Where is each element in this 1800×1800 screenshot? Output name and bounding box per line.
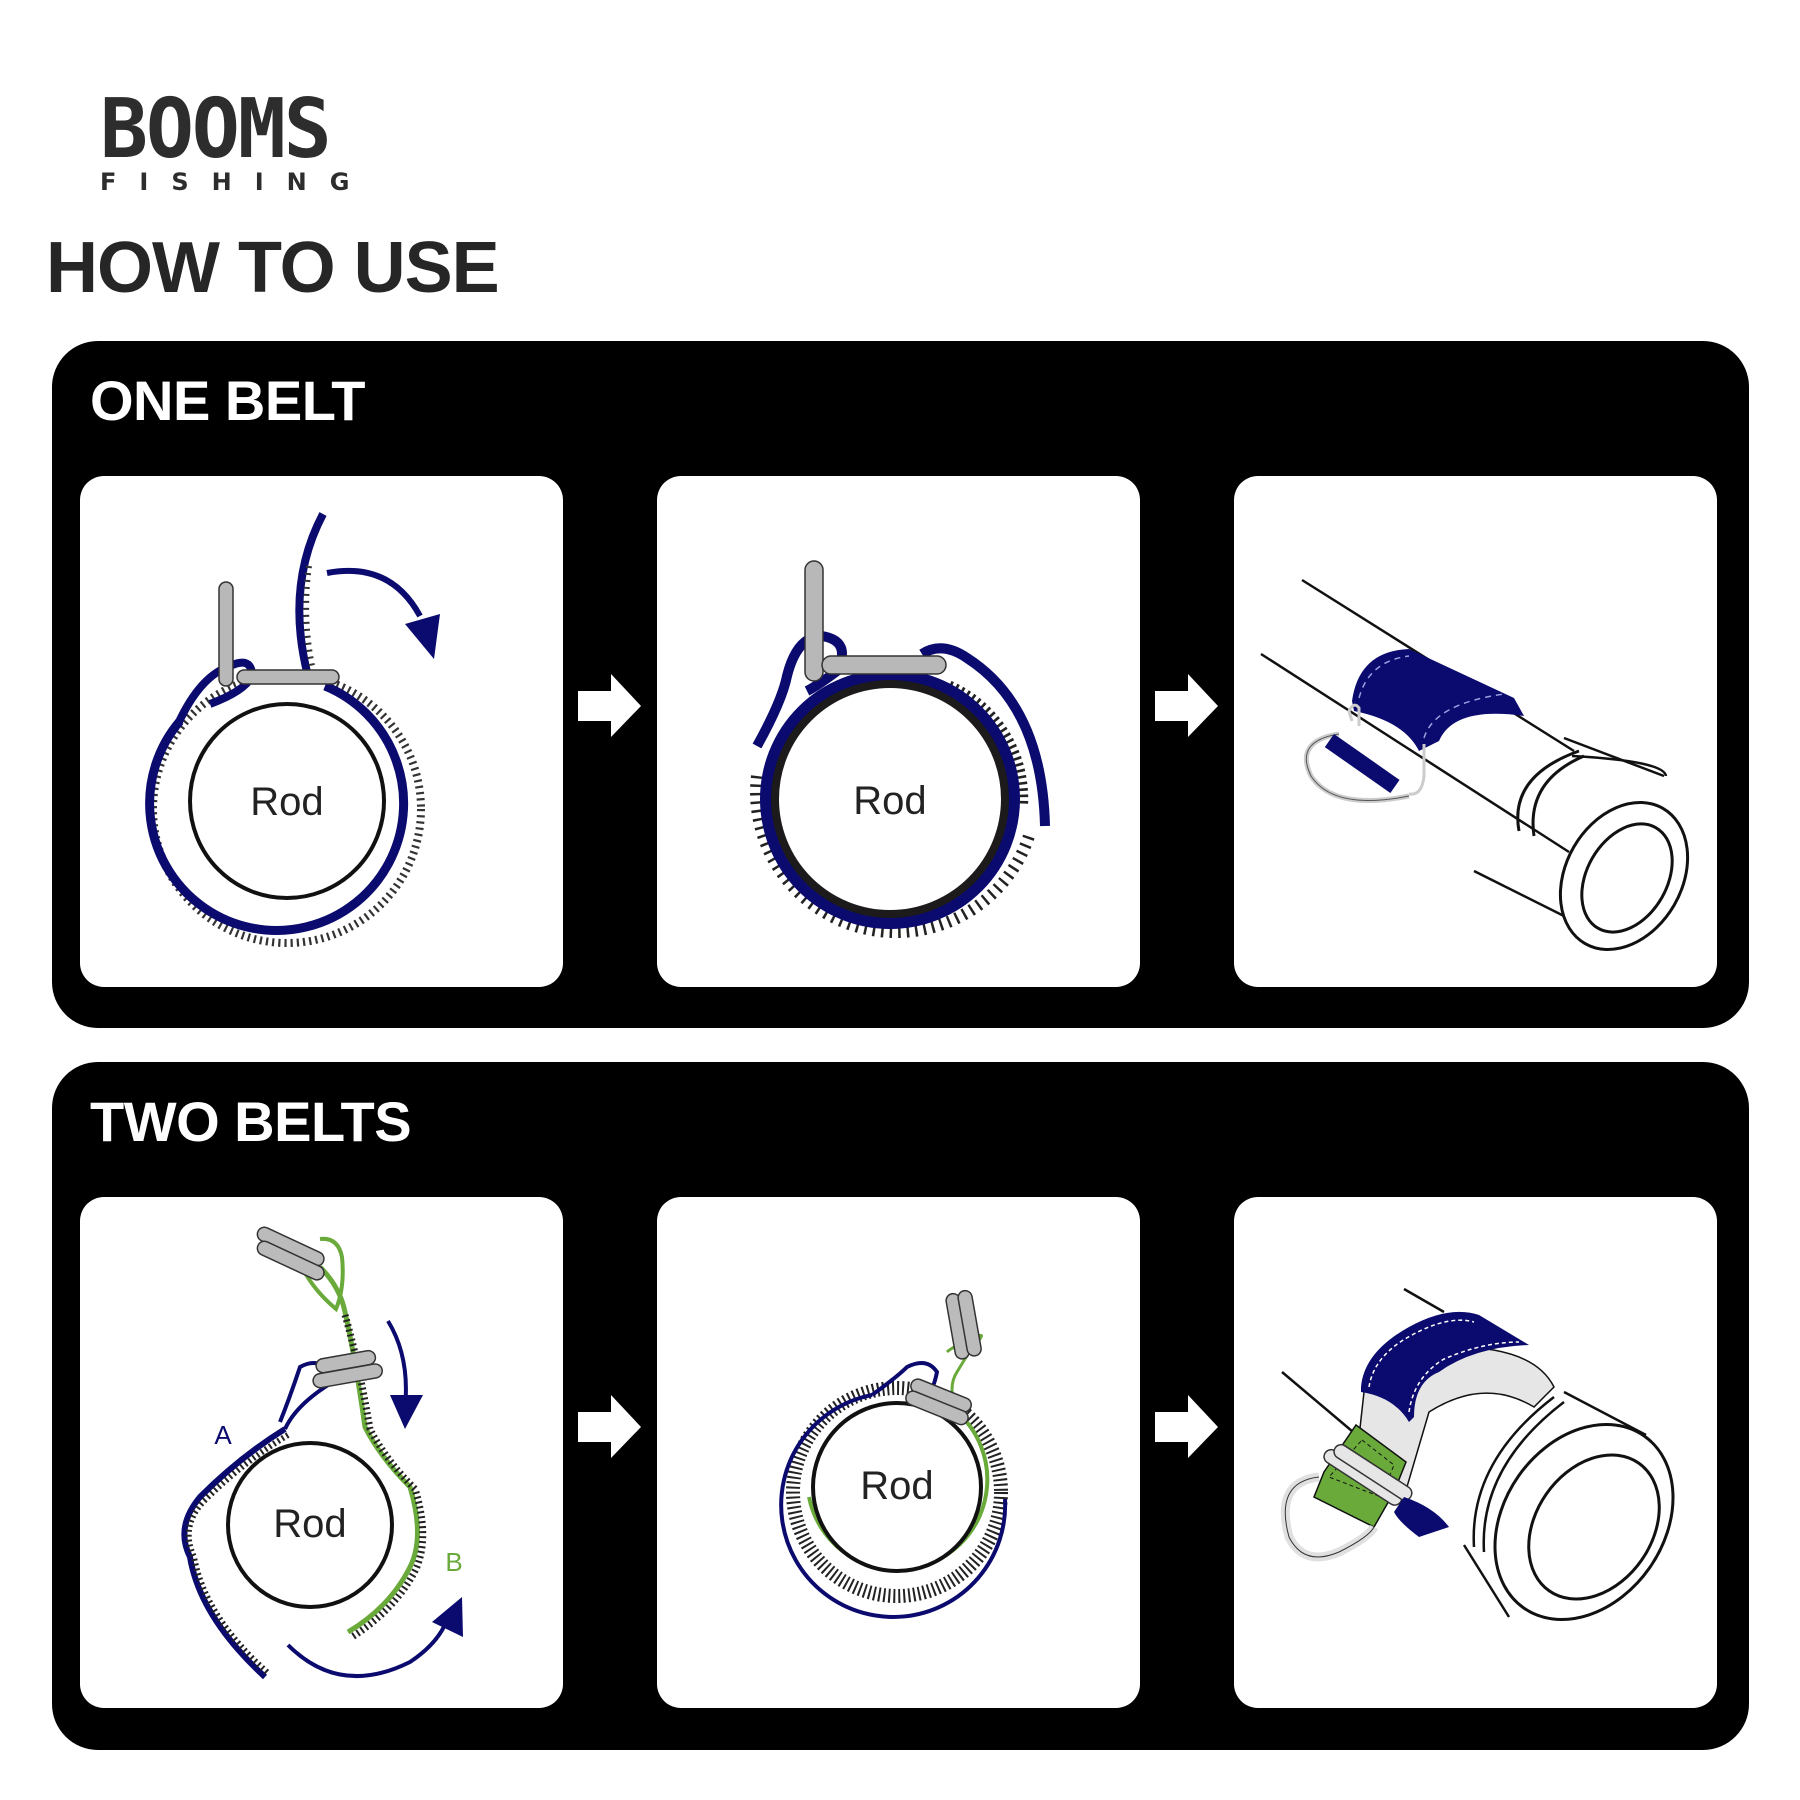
arrow-right-icon xyxy=(578,674,641,737)
step-card-one-belt-2: Rod xyxy=(657,476,1140,987)
rod-label: Rod xyxy=(860,1464,933,1508)
step-card-two-belts-1: Rod A B xyxy=(80,1197,563,1708)
brand-logo: BOOMS FISHING xyxy=(100,82,373,196)
two-belts-wrap-diagram: Rod A B xyxy=(181,1226,463,1680)
panel-title-one-belt: ONE BELT xyxy=(90,369,365,432)
rod-with-belt-illustration xyxy=(1260,578,1690,952)
two-belts-panel: TWO BELTS Rod A B xyxy=(52,1062,1749,1750)
belt-fastened-diagram: Rod xyxy=(750,560,1050,939)
step-card-two-belts-3 xyxy=(1234,1197,1717,1708)
rod-label: Rod xyxy=(853,779,926,823)
rod-label: Rod xyxy=(273,1502,346,1546)
step-card-one-belt-3 xyxy=(1234,476,1717,987)
arrow-right-icon xyxy=(578,1395,641,1458)
step-card-one-belt-1: Rod xyxy=(80,476,563,987)
rod-with-two-belts-illustration xyxy=(1280,1287,1675,1621)
brand-name: BOOMS xyxy=(100,82,332,177)
rod-label: Rod xyxy=(250,780,323,824)
belt-b-label: B xyxy=(445,1547,462,1577)
arrow-right-icon xyxy=(1155,674,1218,737)
arrow-right-icon xyxy=(1155,1395,1218,1458)
belt-a-label: A xyxy=(214,1420,232,1450)
one-belt-panel: ONE BELT Rod xyxy=(52,341,1749,1028)
two-belts-fastened-diagram: Rod xyxy=(779,1289,1008,1619)
page-title: HOW TO USE xyxy=(46,228,500,308)
belt-wrap-diagram: Rod xyxy=(145,512,440,947)
brand-tagline: FISHING xyxy=(100,168,373,196)
panel-title-two-belts: TWO BELTS xyxy=(90,1090,412,1153)
step-card-two-belts-2: Rod xyxy=(657,1197,1140,1708)
